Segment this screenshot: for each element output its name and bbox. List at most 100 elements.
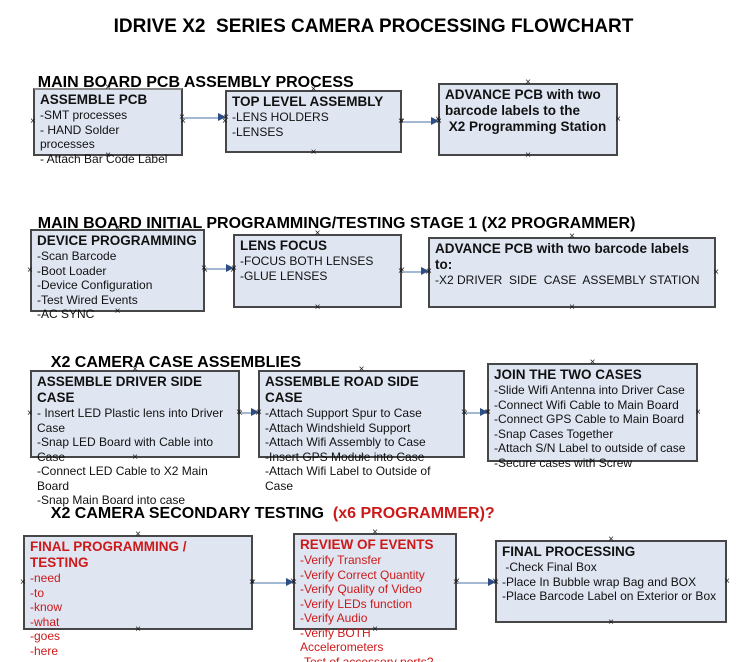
connection-handle-icon: × bbox=[569, 302, 575, 313]
box-item: -FOCUS BOTH LENSES bbox=[240, 254, 374, 268]
section-heading-text: X2 CAMERA CASE ASSEMBLIES bbox=[50, 354, 302, 371]
connector-line bbox=[254, 582, 287, 584]
box-item: -Slide Wifi Antenna into Driver Case bbox=[494, 383, 685, 397]
section-heading-text: MAIN BOARD PCB ASSEMBLY PROCESS bbox=[37, 74, 354, 91]
flow-box-device-programming[interactable]: DEVICE PROGRAMMING -Scan Barcode-Boot Lo… bbox=[27, 224, 208, 322]
box-item: -Connect LED Cable to X2 Main Board bbox=[37, 464, 212, 493]
box-items: -Check Final Box-Place In Bubble wrap Ba… bbox=[502, 560, 721, 604]
box-title: ADVANCE PCB with two barcode labels to t… bbox=[445, 87, 607, 134]
section-heading-initial-programming: MAIN BOARD INITIAL PROGRAMMING/TESTING S… bbox=[20, 197, 636, 251]
box-item: -Verify Audio bbox=[300, 611, 368, 625]
flow-box-advance-pcb-driver-side-station[interactable]: ADVANCE PCB with two barcode labels to: … bbox=[425, 232, 719, 313]
connection-handle-icon: × bbox=[314, 302, 321, 313]
arrowhead-icon bbox=[218, 113, 226, 121]
box-item: -Place In Bubble wrap Bag and BOX bbox=[502, 574, 697, 589]
connector-line bbox=[403, 271, 422, 273]
box-item: -Check Final Box bbox=[502, 560, 597, 574]
box-item: -need bbox=[30, 571, 61, 585]
box-items: -need-to-know-what-goes-here bbox=[30, 571, 247, 658]
box-item: -Snap LED Board with Cable into Case bbox=[37, 435, 217, 464]
box-title: JOIN THE TWO CASES bbox=[494, 367, 642, 382]
connection-handle-icon: × bbox=[20, 576, 26, 588]
arrowhead-icon bbox=[488, 578, 496, 586]
box-item: -SMT processes bbox=[40, 108, 128, 122]
flow-box-final-processing[interactable]: FINAL PROCESSING -Check Final Box-Place … bbox=[492, 535, 730, 628]
box-item: -AC SYNC bbox=[37, 307, 95, 321]
arrowhead-icon bbox=[421, 267, 429, 275]
flow-box-review-of-events[interactable]: REVIEW OF EVENTS -Verify Transfer-Verify… bbox=[290, 528, 460, 662]
box-item: - HAND Solder processes bbox=[40, 122, 123, 152]
box-title: DEVICE PROGRAMMING bbox=[37, 233, 197, 248]
connection-handle-icon: × bbox=[713, 266, 719, 278]
section-heading-case-assemblies: X2 CAMERA CASE ASSEMBLIES bbox=[33, 336, 301, 390]
flow-box-lens-focus[interactable]: LENS FOCUS -FOCUS BOTH LENSES-GLUE LENSE… bbox=[230, 229, 405, 313]
connection-handle-icon: × bbox=[525, 150, 531, 161]
page-title: IDRIVE X2 SERIES CAMERA PROCESSING FLOWC… bbox=[113, 16, 634, 37]
box-item: -Verify LEDs function bbox=[300, 596, 413, 611]
box-title: FINAL PROCESSING bbox=[502, 544, 636, 559]
box-item: -X2 DRIVER SIDE CASE ASSEMBLY STATION bbox=[435, 273, 700, 287]
connector-line bbox=[241, 412, 252, 414]
flow-box-advance-pcb-programming-station[interactable]: ADVANCE PCB with two barcode labels to t… bbox=[435, 78, 621, 161]
box-item: -Device Configuration bbox=[37, 278, 153, 292]
box-item: -Verify Correct Quantity bbox=[300, 567, 425, 582]
box-title: ADVANCE PCB with two barcode labels to: bbox=[435, 241, 693, 272]
box-item: -Verify Transfer bbox=[300, 553, 382, 567]
connection-handle-icon: × bbox=[462, 409, 468, 419]
box-item: -GLUE LENSES bbox=[240, 268, 328, 283]
arrowhead-icon bbox=[286, 578, 294, 586]
connector-line bbox=[403, 121, 432, 123]
box-item: -LENS HOLDERS bbox=[232, 110, 329, 124]
box-item: -Connect GPS Cable to Main Board bbox=[494, 412, 685, 426]
box-item: -Attach S/N Label to outside of case bbox=[494, 441, 686, 455]
connection-handle-icon: × bbox=[202, 264, 208, 276]
box-item: -Scan Barcode bbox=[37, 249, 117, 263]
box-title: LENS FOCUS bbox=[240, 238, 328, 253]
box-item: -Snap Main Board into case bbox=[37, 493, 186, 507]
connection-handle-icon: × bbox=[30, 116, 36, 127]
flow-box-assemble-driver-side-case[interactable]: ASSEMBLE DRIVER SIDE CASE - Insert LED P… bbox=[27, 365, 243, 508]
box-items: -X2 DRIVER SIDE CASE ASSEMBLY STATION bbox=[435, 273, 710, 288]
flow-box-assemble-pcb[interactable]: ASSEMBLE PCB -SMT processes- HAND Solder… bbox=[30, 83, 186, 166]
box-item: -Boot Loader bbox=[37, 263, 107, 278]
connector-line bbox=[466, 412, 481, 414]
section-heading-red-text: (x6 PROGRAMMER)? bbox=[328, 505, 495, 522]
box-items: -Scan Barcode-Boot Loader-Device Configu… bbox=[37, 249, 199, 322]
connection-handle-icon: × bbox=[27, 408, 33, 419]
box-items: -Attach Support Spur to Case-Attach Wind… bbox=[265, 406, 459, 493]
flow-box-join-the-two-cases[interactable]: JOIN THE TWO CASES -Slide Wifi Antenna i… bbox=[484, 358, 701, 470]
arrowhead-icon bbox=[251, 408, 259, 416]
flow-box-top-level-assembly[interactable]: TOP LEVEL ASSEMBLY -LENS HOLDERS-LENSES … bbox=[222, 85, 405, 158]
box-item: - Insert LED Plastic lens into Driver Ca… bbox=[37, 406, 227, 435]
flow-box-final-programming-testing[interactable]: FINAL PROGRAMMING / TESTING -need-to-kno… bbox=[20, 530, 256, 658]
box-items: - Insert LED Plastic lens into Driver Ca… bbox=[37, 406, 234, 508]
section-heading-text: X2 CAMERA SECONDARY TESTING bbox=[50, 505, 329, 522]
box-items: -LENS HOLDERS-LENSES bbox=[232, 110, 396, 139]
connector-line bbox=[458, 582, 489, 584]
arrowhead-icon bbox=[480, 408, 488, 416]
box-item: -to bbox=[30, 585, 45, 600]
connection-handle-icon: × bbox=[724, 575, 730, 587]
connector-line bbox=[206, 268, 227, 270]
box-items: -Verify Transfer-Verify Correct Quantity… bbox=[300, 553, 451, 662]
connection-handle-icon: × bbox=[615, 113, 621, 125]
box-title: FINAL PROGRAMMING / TESTING bbox=[30, 539, 191, 570]
box-item: - Attach Bar Code Label bbox=[40, 151, 168, 166]
connection-handle-icon: × bbox=[27, 264, 33, 276]
connection-handle-icon: × bbox=[608, 617, 614, 628]
arrowhead-icon bbox=[226, 264, 234, 272]
box-title: REVIEW OF EVENTS bbox=[300, 537, 434, 552]
box-item: -Place Barcode Label on Exterior or Box bbox=[502, 589, 717, 603]
box-title: TOP LEVEL ASSEMBLY bbox=[232, 94, 384, 109]
box-item: -Snap Cases Together bbox=[494, 426, 614, 441]
box-item: -Attach Wifi Label to Outside of Case bbox=[265, 464, 434, 493]
section-heading-pcb-assembly: MAIN BOARD PCB ASSEMBLY PROCESS bbox=[20, 56, 354, 110]
box-item: -Connect Wifi Cable to Main Board bbox=[494, 397, 679, 412]
connection-handle-icon: × bbox=[695, 406, 701, 418]
box-item: -goes bbox=[30, 629, 61, 643]
box-title: ASSEMBLE ROAD SIDE CASE bbox=[265, 374, 423, 405]
box-items: -FOCUS BOTH LENSES-GLUE LENSES bbox=[240, 254, 396, 283]
flow-box-assemble-road-side-case[interactable]: ASSEMBLE ROAD SIDE CASE -Attach Support … bbox=[255, 365, 468, 493]
box-item: -Secure cases with Screw bbox=[494, 455, 633, 470]
section-heading-secondary-testing: X2 CAMERA SECONDARY TESTING (x6 PROGRAMM… bbox=[33, 487, 495, 541]
